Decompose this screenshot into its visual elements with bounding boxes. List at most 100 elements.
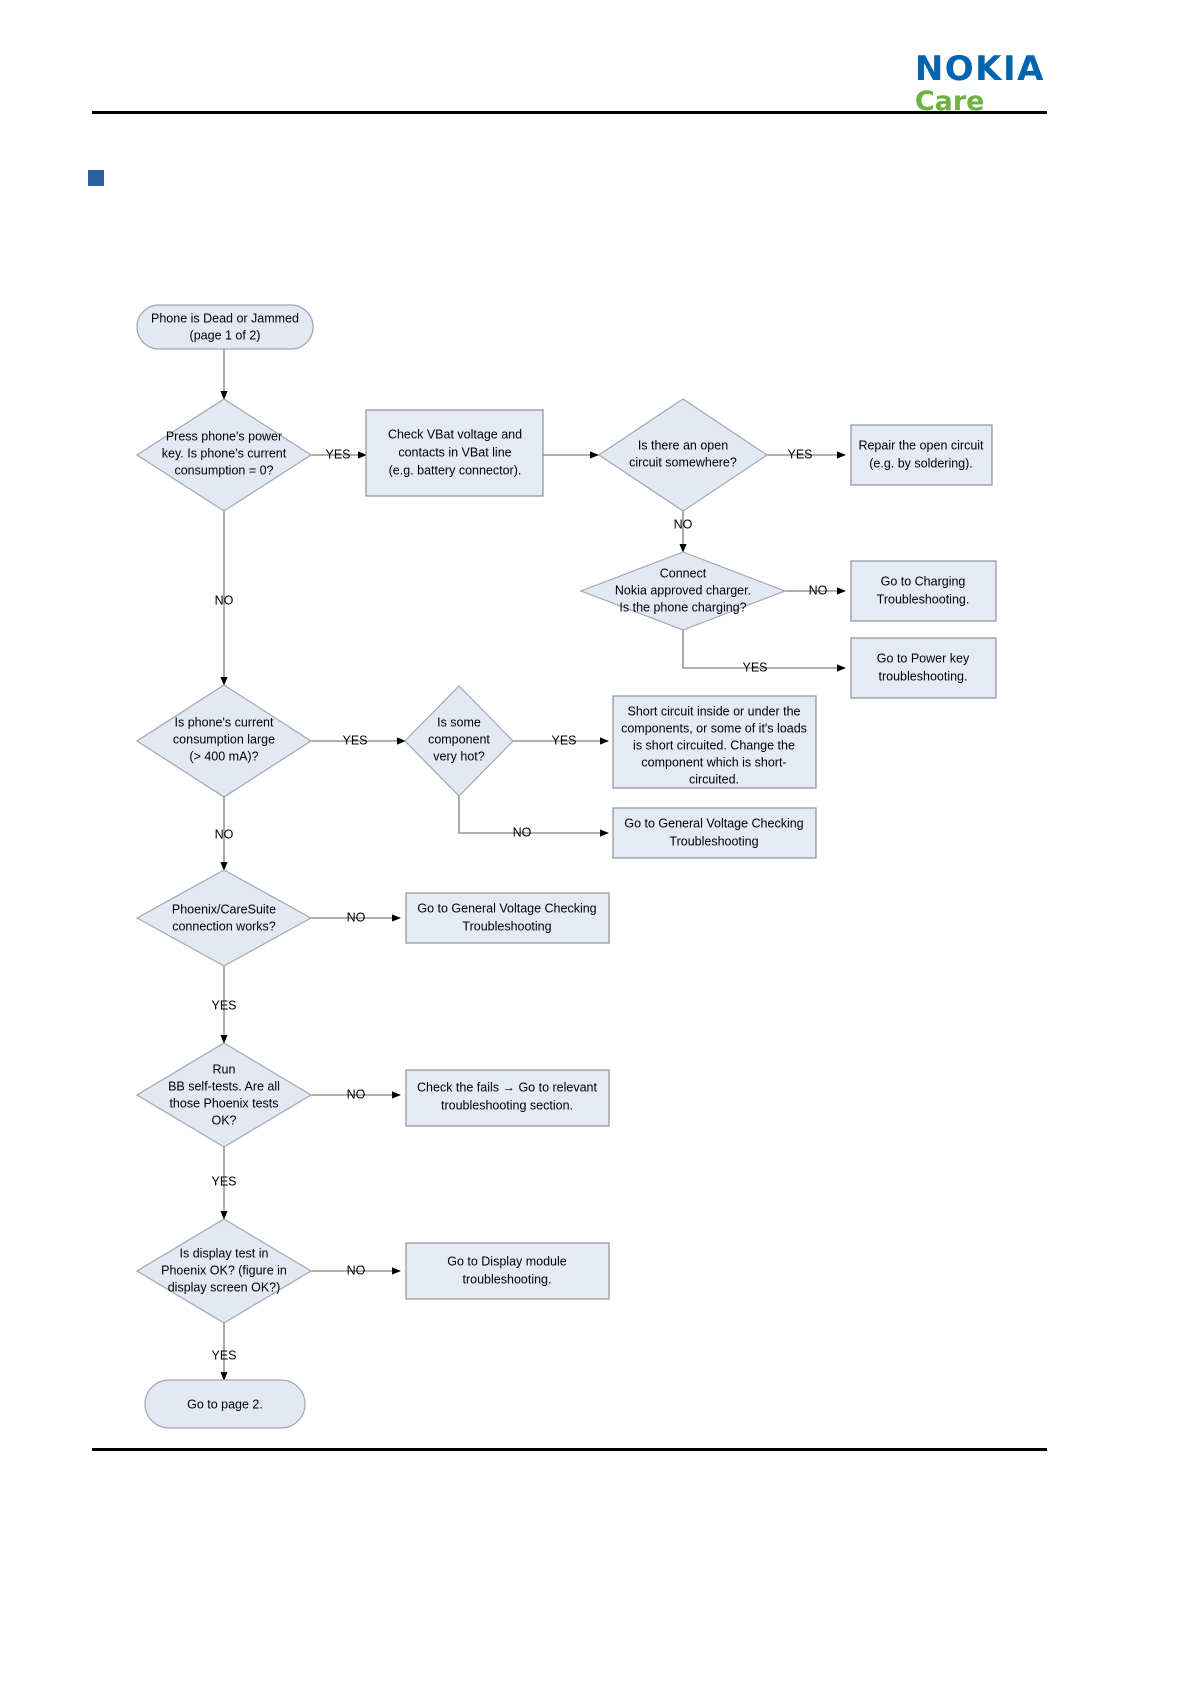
node-bbtests-line2: BB self-tests. Are all xyxy=(168,1079,280,1093)
node-decision-phoenix-connection[interactable]: Phoenix/CareSuite connection works? xyxy=(135,869,313,967)
node-decision-bb-self-tests[interactable]: Run BB self-tests. Are all those Phoenix… xyxy=(135,1042,313,1148)
node-decision-connect-charger[interactable]: Connect Nokia approved charger. Is the p… xyxy=(579,551,787,631)
edge-label-display-yes: YES xyxy=(211,1348,236,1362)
node-short-line4: component which is short- xyxy=(641,755,786,769)
node-decision-power-key[interactable]: Press phone's power key. Is phone's curr… xyxy=(135,398,313,512)
edge-label-power-yes: YES xyxy=(325,447,350,461)
node-large-line1: Is phone's current xyxy=(175,715,274,729)
node-hot-line1: Is some xyxy=(437,715,481,729)
node-hot-line3: very hot? xyxy=(433,749,484,763)
node-process-general-voltage-2[interactable]: Go to General Voltage Checking Troublesh… xyxy=(405,892,610,944)
node-charger-line3: Is the phone charging? xyxy=(619,600,746,614)
edge-hot-no xyxy=(458,796,609,837)
node-charger-line2: Nokia approved charger. xyxy=(615,583,751,597)
edge-label-power-no: NO xyxy=(215,593,234,607)
node-decision-consumption-large-shape xyxy=(135,684,313,798)
node-process-short-circuit-shape xyxy=(612,695,817,789)
node-process-general-voltage-2-shape xyxy=(405,892,610,944)
node-decision-display-test-shape xyxy=(135,1218,313,1324)
node-genvolt1-line2: Troubleshooting xyxy=(669,834,758,848)
node-displaymod-line1: Go to Display module xyxy=(447,1254,567,1268)
node-process-display-module[interactable]: Go to Display module troubleshooting. xyxy=(405,1242,610,1300)
edge-label-large-yes: YES xyxy=(342,733,367,747)
node-short-line3: is short circuited. Change the xyxy=(633,738,795,752)
node-display-line2: Phoenix OK? (figure in xyxy=(161,1263,287,1277)
edge-label-hot-no: NO xyxy=(513,825,532,839)
node-decision-consumption-large[interactable]: Is phone's current consumption large (> … xyxy=(135,684,313,798)
node-start-shape xyxy=(136,304,314,350)
edge-label-hot-yes: YES xyxy=(551,733,576,747)
section-bullet-icon xyxy=(88,170,104,186)
node-process-repair-shape xyxy=(850,424,993,486)
nokia-wordmark: NOKIA xyxy=(914,49,1045,89)
node-end-go-to-page-2[interactable]: Go to page 2. xyxy=(144,1379,306,1429)
node-short-line2: components, or some of it's loads xyxy=(621,721,807,735)
node-vbat-line2: contacts in VBat line xyxy=(398,445,511,459)
node-display-line1: Is display test in xyxy=(180,1246,269,1260)
node-charging-line2: Troubleshooting. xyxy=(877,592,970,606)
node-decision-phoenix-connection-shape xyxy=(135,869,313,967)
node-process-display-module-shape xyxy=(405,1242,610,1300)
node-large-line2: consumption large xyxy=(173,732,275,746)
node-decision-component-hot[interactable]: Is some component very hot? xyxy=(404,685,514,797)
node-decision-component-hot-shape xyxy=(404,685,514,797)
node-phoenix-line1: Phoenix/CareSuite xyxy=(172,902,276,916)
node-vbat-line1: Check VBat voltage and xyxy=(388,427,522,441)
node-repair-line2: (e.g. by soldering). xyxy=(869,456,973,470)
node-genvolt2-line2: Troubleshooting xyxy=(462,919,551,933)
edge-label-group: YES YES NO NO YES NO YES YES NO NO NO YE… xyxy=(211,447,827,1362)
edge-charger-yes xyxy=(682,630,846,672)
node-fails-line1: Check the fails → Go to relevant xyxy=(417,1080,597,1094)
node-decision-power-key-shape xyxy=(135,398,313,512)
node-process-general-voltage-1-shape xyxy=(612,807,817,859)
edge-label-bbtests-no: NO xyxy=(347,1087,366,1101)
node-powerkey-line1: Go to Power key xyxy=(877,651,970,665)
node-process-powerkey-shape xyxy=(850,637,997,699)
node-process-short-circuit[interactable]: Short circuit inside or under the compon… xyxy=(612,695,817,789)
node-process-power-key-troubleshooting[interactable]: Go to Power key troubleshooting. xyxy=(850,637,997,699)
node-decision-bb-self-tests-shape xyxy=(135,1042,313,1148)
edge-label-large-no: NO xyxy=(215,827,234,841)
node-power-line2: key. Is phone's current xyxy=(162,446,287,460)
page-header: NOKIA Care xyxy=(0,0,1191,130)
node-process-charging-troubleshooting[interactable]: Go to Charging Troubleshooting. xyxy=(850,560,997,622)
node-phoenix-line2: connection works? xyxy=(172,919,276,933)
node-charging-line1: Go to Charging xyxy=(881,574,966,588)
node-end-line1: Go to page 2. xyxy=(187,1397,263,1411)
node-hot-line2: component xyxy=(428,732,490,746)
node-process-check-vbat-shape xyxy=(365,409,544,497)
node-display-line3: display screen OK?) xyxy=(168,1280,281,1294)
node-process-repair-open-circuit[interactable]: Repair the open circuit (e.g. by solderi… xyxy=(850,424,993,486)
edge-label-phoenix-yes: YES xyxy=(211,998,236,1012)
edge-label-phoenix-no: NO xyxy=(347,910,366,924)
edge-label-display-no: NO xyxy=(347,1263,366,1277)
node-bbtests-line4: OK? xyxy=(211,1113,236,1127)
edge-label-open-yes: YES xyxy=(787,447,812,461)
node-genvolt2-line1: Go to General Voltage Checking xyxy=(417,901,596,915)
node-process-check-fails-shape xyxy=(405,1069,610,1127)
node-start-line2: (page 1 of 2) xyxy=(190,328,261,342)
node-start[interactable]: Phone is Dead or Jammed (page 1 of 2) xyxy=(136,304,314,350)
node-start-line1: Phone is Dead or Jammed xyxy=(151,311,299,325)
node-process-check-fails[interactable]: Check the fails → Go to relevant trouble… xyxy=(405,1069,610,1127)
node-power-line1: Press phone's power xyxy=(166,429,282,443)
flowchart: YES YES NO NO YES NO YES YES NO NO NO YE… xyxy=(0,275,1191,1450)
node-process-check-vbat[interactable]: Check VBat voltage and contacts in VBat … xyxy=(365,409,544,497)
node-process-charging-shape xyxy=(850,560,997,622)
node-end-shape xyxy=(144,1379,306,1429)
node-decision-open-circuit[interactable]: Is there an open circuit somewhere? xyxy=(597,398,769,512)
node-short-line5: circuited. xyxy=(689,772,739,786)
footer-divider xyxy=(92,1448,1047,1451)
node-process-general-voltage-1[interactable]: Go to General Voltage Checking Troublesh… xyxy=(612,807,817,859)
node-decision-display-test[interactable]: Is display test in Phoenix OK? (figure i… xyxy=(135,1218,313,1324)
node-repair-line1: Repair the open circuit xyxy=(858,438,984,452)
edge-label-charger-no: NO xyxy=(809,583,828,597)
node-open-line1: Is there an open xyxy=(638,438,728,452)
node-powerkey-line2: troubleshooting. xyxy=(879,669,968,683)
node-charger-line1: Connect xyxy=(660,566,707,580)
node-power-line3: consumption = 0? xyxy=(174,463,273,477)
node-bbtests-line1: Run xyxy=(213,1062,236,1076)
node-decision-connect-charger-shape xyxy=(579,551,787,631)
edge-label-open-no: NO xyxy=(674,517,693,531)
node-large-line3: (> 400 mA)? xyxy=(189,749,258,763)
